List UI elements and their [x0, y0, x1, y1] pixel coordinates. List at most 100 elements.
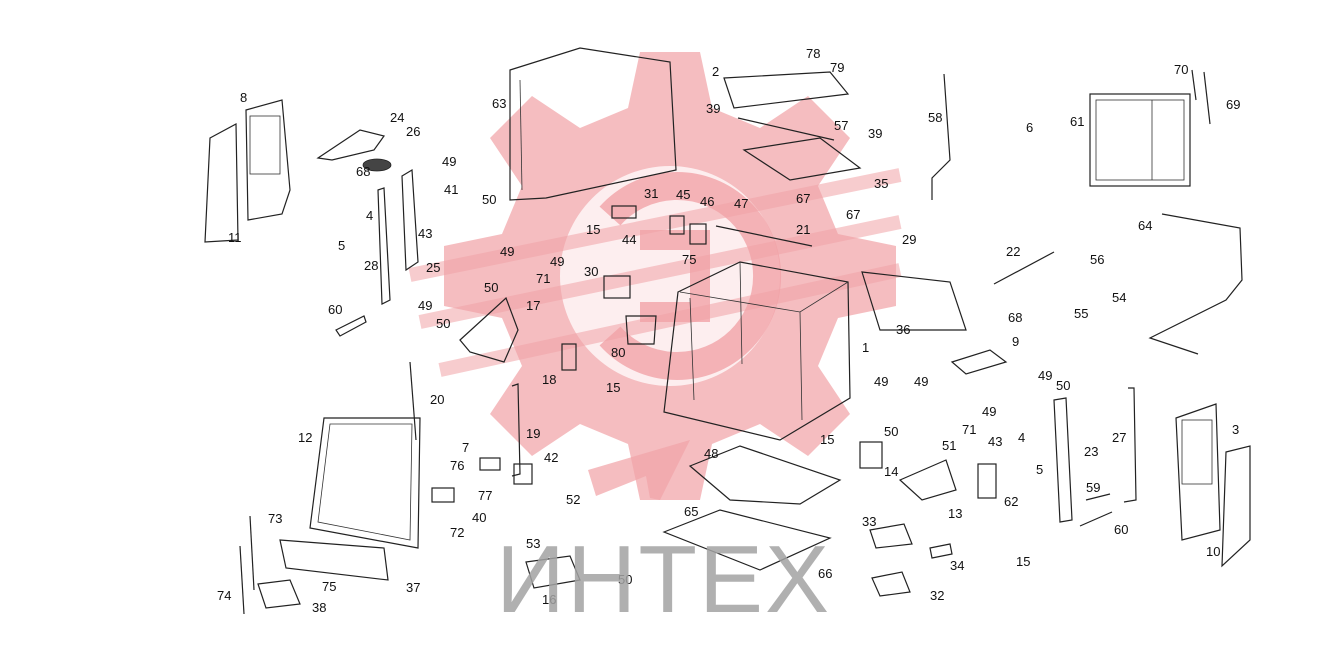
callout-label: 34 — [950, 558, 964, 573]
callout-label: 29 — [902, 232, 916, 247]
callout-label: 57 — [834, 118, 848, 133]
callout-label: 8 — [240, 90, 247, 105]
callout-label: 19 — [526, 426, 540, 441]
callout-label: 14 — [884, 464, 898, 479]
callout-label: 7 — [462, 440, 469, 455]
watermark-logo — [408, 52, 902, 500]
callout-label: 50 — [618, 572, 632, 587]
callout-label: 20 — [430, 392, 444, 407]
callout-label: 68 — [1008, 310, 1022, 325]
callout-label: 50 — [1056, 378, 1070, 393]
callout-label: 73 — [268, 511, 282, 526]
callout-label: 67 — [846, 207, 860, 222]
callout-label: 49 — [418, 298, 432, 313]
callout-label: 3 — [1232, 422, 1239, 437]
callout-label: 17 — [526, 298, 540, 313]
callout-label: 50 — [884, 424, 898, 439]
callout-label: 32 — [930, 588, 944, 603]
callout-label: 39 — [706, 101, 720, 116]
callout-label: 78 — [806, 46, 820, 61]
callout-label: 39 — [868, 126, 882, 141]
callout-label: 5 — [1036, 462, 1043, 477]
callout-label: 28 — [364, 258, 378, 273]
callout-label: 15 — [1016, 554, 1030, 569]
callout-label: 24 — [390, 110, 404, 125]
callout-label: 5 — [338, 238, 345, 253]
callout-label: 11 — [228, 230, 242, 245]
callout-label: 49 — [914, 374, 928, 389]
callout-label: 60 — [1114, 522, 1128, 537]
callout-label: 80 — [611, 345, 625, 360]
callout-label: 30 — [584, 264, 598, 279]
callout-label: 59 — [1086, 480, 1100, 495]
callout-label: 61 — [1070, 114, 1084, 129]
callout-label: 51 — [942, 438, 956, 453]
part-shapes — [204, 47, 1251, 615]
callout-label: 49 — [874, 374, 888, 389]
callout-label: 58 — [928, 110, 942, 125]
callout-label: 12 — [298, 430, 312, 445]
callout-label: 26 — [406, 124, 420, 139]
callout-label: 15 — [820, 432, 834, 447]
callout-label: 49 — [982, 404, 996, 419]
callout-label: 53 — [526, 536, 540, 551]
callout-label: 21 — [796, 222, 810, 237]
callout-label: 75 — [682, 252, 696, 267]
callout-label: 45 — [676, 187, 690, 202]
callout-label: 79 — [830, 60, 844, 75]
callout-label: 13 — [948, 506, 962, 521]
callout-label: 49 — [442, 154, 456, 169]
callout-label: 55 — [1074, 306, 1088, 321]
callout-label: 49 — [550, 254, 564, 269]
callout-label: 75 — [322, 579, 336, 594]
callout-label: 25 — [426, 260, 440, 275]
callout-label: 1 — [862, 340, 869, 355]
callout-label: 37 — [406, 580, 420, 595]
callout-label: 52 — [566, 492, 580, 507]
callout-label: 50 — [436, 316, 450, 331]
callout-label: 49 — [500, 244, 514, 259]
callout-label: 64 — [1138, 218, 1152, 233]
callout-label: 69 — [1226, 97, 1240, 112]
callout-label: 15 — [586, 222, 600, 237]
callout-label: 23 — [1084, 444, 1098, 459]
callout-label: 50 — [482, 192, 496, 207]
callout-label: 2 — [712, 64, 719, 79]
callout-label: 74 — [217, 588, 231, 603]
callout-labels: 1234455678910111213141515151516171819202… — [217, 46, 1240, 615]
callout-label: 43 — [418, 226, 432, 241]
callout-label: 36 — [896, 322, 910, 337]
callout-label: 71 — [536, 271, 550, 286]
callout-label: 65 — [684, 504, 698, 519]
callout-label: 63 — [492, 96, 506, 111]
callout-label: 54 — [1112, 290, 1126, 305]
callout-label: 4 — [1018, 430, 1025, 445]
callout-label: 22 — [1006, 244, 1020, 259]
callout-label: 62 — [1004, 494, 1018, 509]
callout-label: 9 — [1012, 334, 1019, 349]
callout-label: 33 — [862, 514, 876, 529]
callout-label: 6 — [1026, 120, 1033, 135]
callout-label: 41 — [444, 182, 458, 197]
callout-label: 67 — [796, 191, 810, 206]
callout-label: 56 — [1090, 252, 1104, 267]
callout-label: 48 — [704, 446, 718, 461]
callout-label: 40 — [472, 510, 486, 525]
callout-label: 42 — [544, 450, 558, 465]
callout-label: 72 — [450, 525, 464, 540]
callout-label: 66 — [818, 566, 832, 581]
callout-label: 77 — [478, 488, 492, 503]
watermark-brand-text: ИНТЕХ — [496, 526, 831, 633]
callout-label: 16 — [542, 592, 556, 607]
callout-label: 4 — [366, 208, 373, 223]
callout-label: 31 — [644, 186, 658, 201]
callout-label: 44 — [622, 232, 636, 247]
callout-label: 46 — [700, 194, 714, 209]
callout-label: 15 — [606, 380, 620, 395]
callout-label: 68 — [356, 164, 370, 179]
callout-label: 47 — [734, 196, 748, 211]
callout-label: 50 — [484, 280, 498, 295]
callout-label: 49 — [1038, 368, 1052, 383]
